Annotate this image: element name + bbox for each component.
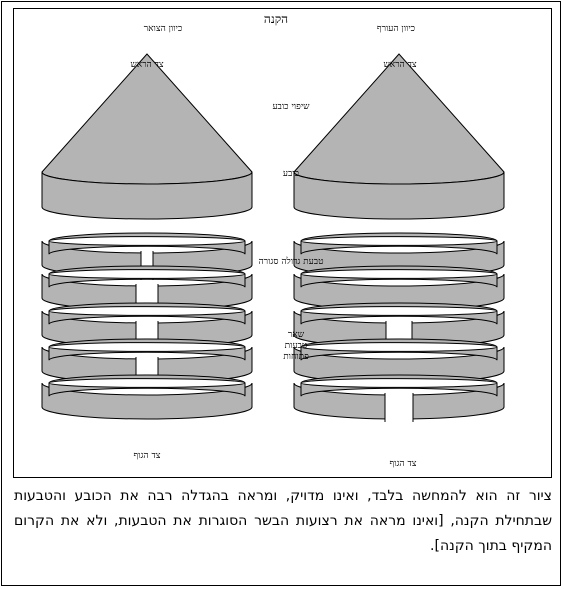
figure-title: הקנה — [263, 12, 289, 26]
left-helmet-cone — [41, 53, 253, 185]
label-helmet-ridge: שיפוי כובע — [272, 102, 310, 112]
left-ring-4 — [41, 338, 253, 387]
right-ring-5 — [293, 374, 505, 423]
right-helmet-cylinder — [293, 171, 505, 220]
left-ring-5 — [41, 374, 253, 420]
right-helmet-cone — [293, 53, 505, 185]
label-nape-direction: כיוון העורף — [376, 24, 416, 34]
right-ring-4 — [293, 338, 505, 384]
caption-text: ציור זה הוא להמחשה בלבד, ואינו מדויק, ומ… — [14, 488, 552, 554]
left-trachea-stack — [41, 53, 253, 420]
label-open-rings: שאר טבעות פתוחות — [283, 330, 309, 362]
label-body-side-right: צד הגוף — [389, 459, 417, 469]
label-head-side-left: צד הראש — [130, 60, 164, 70]
left-ring-3 — [41, 302, 253, 351]
label-body-side-left: צד הגוף — [133, 451, 161, 461]
label-neck-direction: כיוון הצואר — [143, 24, 183, 34]
trachea-figure: הקנה כיוון הצואר כיוון העורף צד הראש צד … — [13, 8, 552, 478]
label-helmet: כובע — [282, 169, 300, 179]
trachea-drawing — [41, 53, 505, 423]
label-large-closed-ring: טבעת גדולה סגורה — [258, 257, 324, 267]
right-trachea-stack — [293, 53, 505, 423]
label-head-side-right: צד הראש — [383, 60, 417, 70]
right-ring-2 — [293, 265, 505, 311]
left-helmet-cylinder — [41, 171, 253, 220]
right-ring-3 — [293, 302, 505, 351]
